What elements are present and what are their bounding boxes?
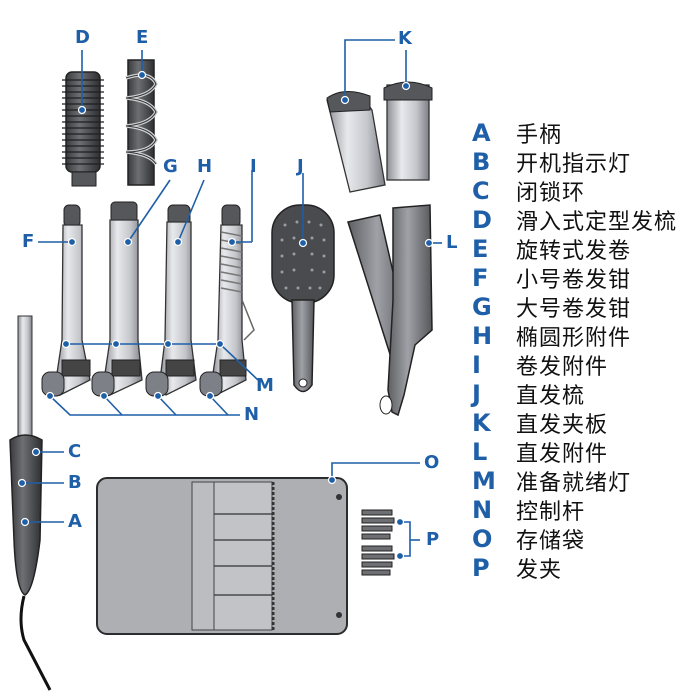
legend-row: G 大号卷发钳 (472, 292, 677, 322)
paddle-brush (271, 204, 335, 393)
legend-row: I 卷发附件 (472, 350, 677, 380)
legend-row: M 准备就绪灯 (472, 466, 677, 496)
callout-n: N (244, 404, 260, 425)
legend-row: P 发夹 (472, 553, 677, 583)
legend-letter: P (472, 553, 490, 582)
legend-label: 滑入式定型发梳 (516, 209, 678, 235)
legend-letter: J (472, 379, 481, 408)
legend-label: 卷发附件 (516, 354, 609, 380)
legend-label: 存储袋 (516, 528, 586, 554)
parts-legend: A 手柄 B 开机指示灯 C 闭锁环 D 滑入式定型发梳 E 旋转式发卷 F 小号卷发钳 G… (472, 118, 678, 583)
styling-brush-attachment (62, 71, 104, 187)
legend-letter: G (472, 292, 492, 321)
spiral-curling-tong (199, 204, 255, 397)
callout-m: M (256, 375, 274, 396)
legend-row: N 控制杆 (472, 495, 677, 525)
legend-label: 手柄 (516, 122, 563, 148)
leader-lines (22, 39, 442, 557)
small-curling-tong (41, 204, 91, 397)
callout-c: C (68, 441, 82, 462)
legend-letter: O (472, 524, 493, 553)
legend-label: 准备就绪灯 (516, 470, 632, 496)
legend-letter: M (472, 466, 496, 495)
legend-letter: B (472, 147, 491, 176)
main-handle (9, 315, 52, 691)
legend-row: F 小号卷发钳 (472, 263, 677, 293)
legend-label: 直发附件 (516, 441, 609, 467)
oval-curling-tong (145, 204, 197, 397)
callout-e: E (136, 27, 149, 48)
legend-letter: C (472, 176, 490, 205)
legend-row: H 椭圆形附件 (472, 321, 677, 351)
legend-label: 控制杆 (516, 499, 586, 525)
callout-g: G (163, 156, 178, 177)
legend-letter: N (472, 495, 493, 524)
legend-letter: E (472, 234, 489, 263)
callout-l: L (446, 232, 458, 253)
callout-o: O (424, 452, 440, 473)
callout-b: B (68, 472, 82, 493)
callout-p: P (426, 529, 440, 550)
legend-row: C 闭锁环 (472, 176, 677, 206)
legend-row: E 旋转式发卷 (472, 234, 677, 264)
large-curling-tong (91, 201, 143, 397)
legend-letter: L (472, 437, 488, 466)
callout-d: D (75, 27, 90, 48)
legend-letter: K (472, 408, 491, 437)
legend-row: B 开机指示灯 (472, 147, 677, 177)
legend-letter: A (472, 118, 491, 147)
hair-clips (361, 509, 395, 576)
callout-i: I (250, 156, 257, 177)
legend-label: 闭锁环 (516, 180, 586, 206)
legend-label: 大号卷发钳 (516, 296, 632, 322)
legend-label: 旋转式发卷 (516, 238, 632, 264)
legend-label: 椭圆形附件 (516, 325, 632, 351)
legend-label: 直发夹板 (516, 412, 609, 438)
legend-label: 发夹 (516, 557, 563, 583)
legend-letter: D (472, 205, 492, 234)
legend-row: D 滑入式定型发梳 (472, 205, 678, 235)
legend-letter: H (472, 321, 493, 350)
legend-label: 直发梳 (516, 383, 586, 409)
rotating-curler-attachment (125, 59, 158, 186)
legend-row: K 直发夹板 (472, 408, 677, 438)
legend-label: 开机指示灯 (516, 151, 632, 177)
callout-f: F (22, 231, 35, 252)
callout-a: A (68, 511, 82, 532)
straightener-attachment (347, 204, 433, 417)
callout-h: H (197, 156, 213, 177)
callout-k: K (398, 28, 412, 49)
legend-row: L 直发附件 (472, 437, 677, 467)
legend-row: A 手柄 (472, 118, 677, 148)
callout-j: J (297, 156, 304, 177)
legend-letter: F (472, 263, 489, 292)
callout-dots (17, 70, 434, 561)
legend-label: 小号卷发钳 (516, 267, 632, 293)
storage-pouch (96, 477, 348, 635)
legend-row: O 存储袋 (472, 524, 677, 554)
legend-row: J 直发梳 (472, 379, 677, 409)
legend-letter: I (472, 350, 481, 379)
